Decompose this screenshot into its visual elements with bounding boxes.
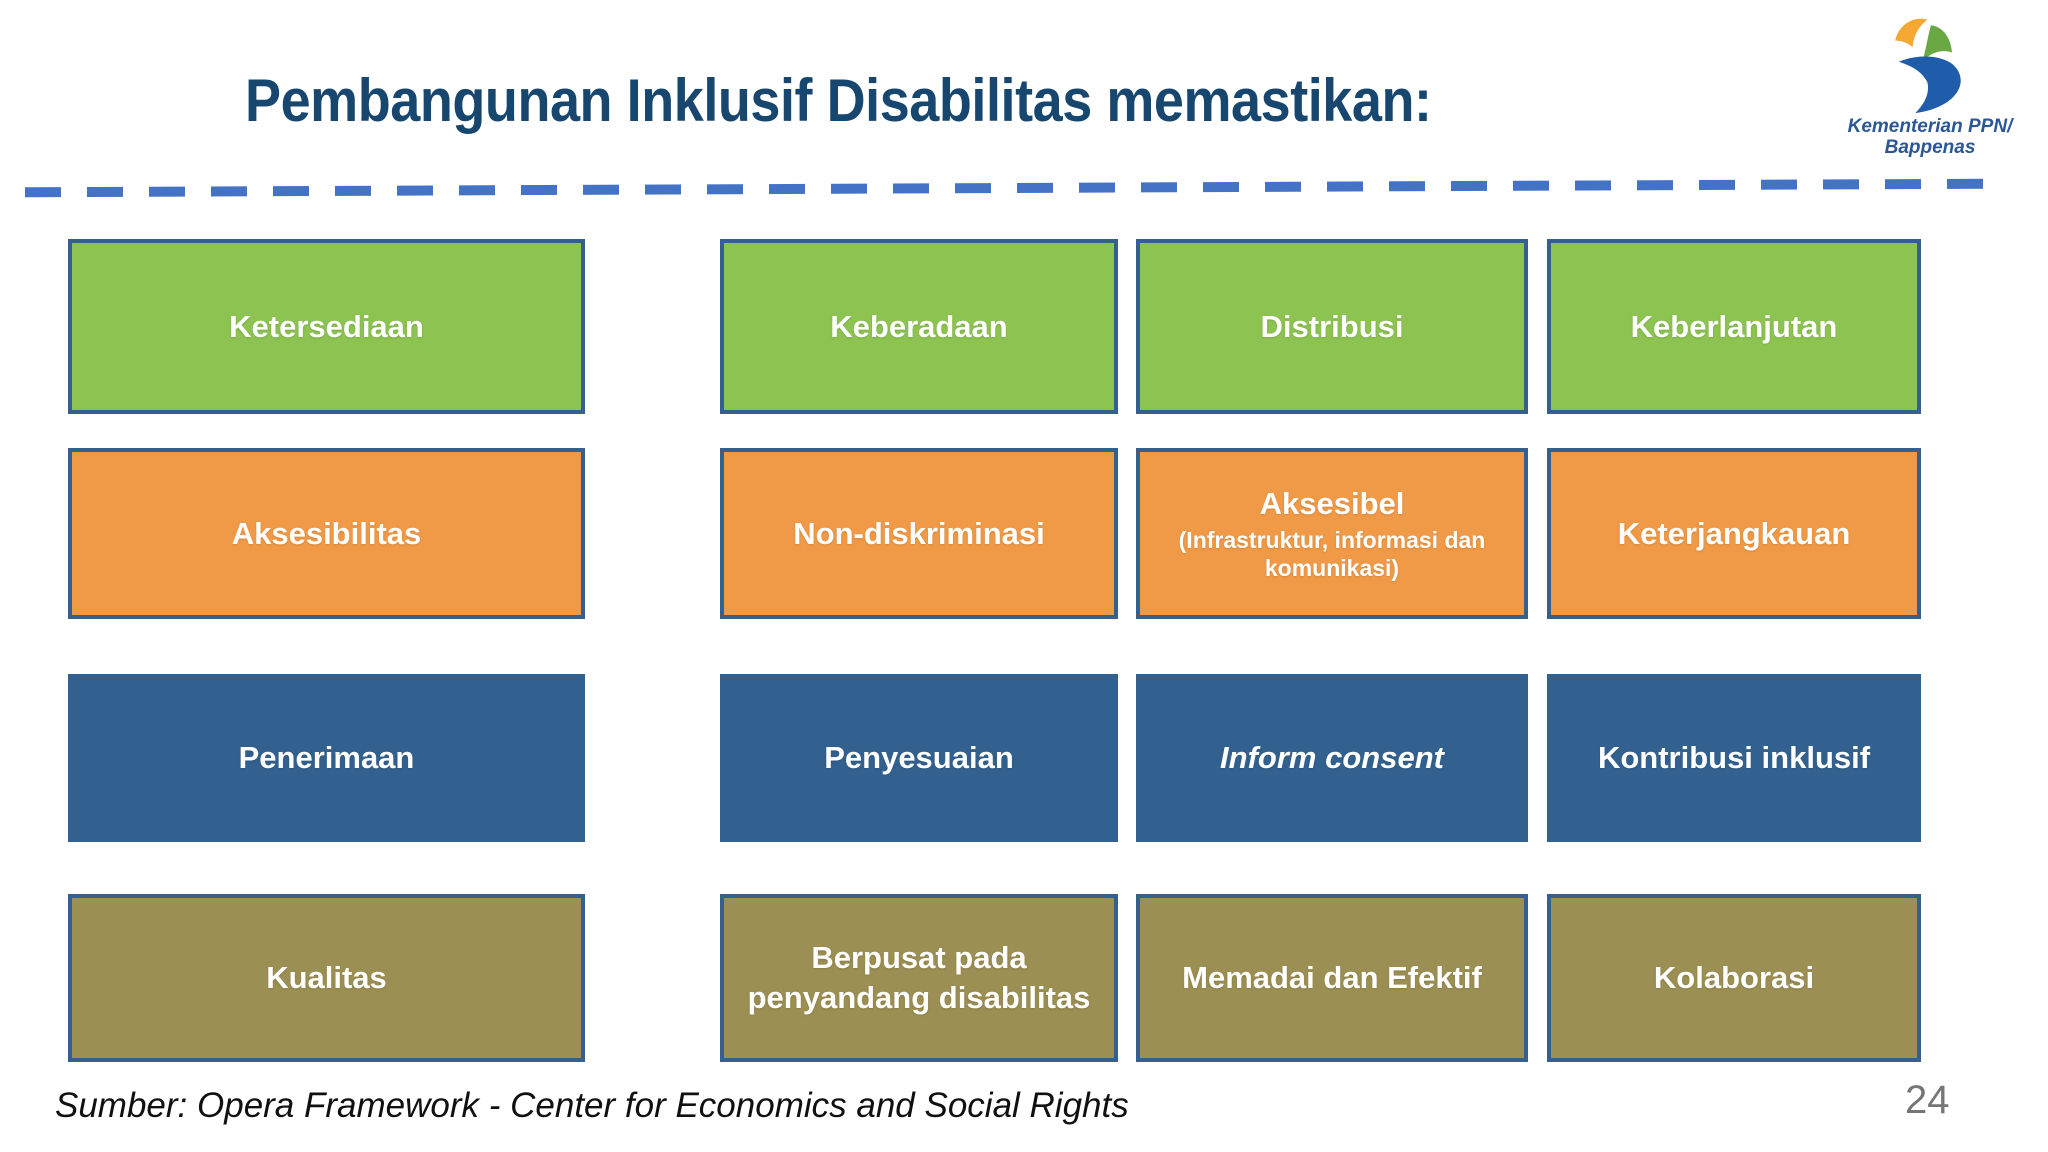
matrix-cell-r4c4: Kolaborasi	[1547, 894, 1921, 1062]
bappenas-logo: Kementerian PPN/ Bappenas	[1815, 4, 2045, 159]
matrix-cell-label: Non-diskriminasi	[793, 515, 1045, 551]
logo-org-line1: Kementerian PPN/	[1847, 116, 2013, 137]
matrix-cell-r1c3: Distribusi	[1136, 239, 1528, 414]
matrix-cell-r1c4: Keberlanjutan	[1547, 239, 1921, 414]
matrix-cell-r1c1: Ketersediaan	[68, 239, 585, 414]
matrix-cell-r3c2: Penyesuaian	[720, 674, 1118, 842]
matrix-cell-r4c3: Memadai dan Efektif	[1136, 894, 1528, 1062]
matrix-cell-sublabel: (Infrastruktur, informasi dan komunikasi…	[1178, 526, 1486, 582]
matrix-cell-label: Kualitas	[266, 960, 387, 996]
matrix-cell-r1c2: Keberadaan	[720, 239, 1118, 414]
page-title: Pembangunan Inklusif Disabilitas memasti…	[245, 67, 1432, 135]
matrix-cell-r4c2: Berpusat pada penyandang disabilitas	[720, 894, 1118, 1062]
matrix-cell-r3c4: Kontribusi inklusif	[1547, 674, 1921, 842]
divider-dashed-line	[24, 178, 1991, 198]
matrix-cell-label: Aksesibilitas	[231, 515, 422, 551]
matrix-cell-label: Penyesuaian	[824, 740, 1014, 776]
matrix-cell-label: Inform consent	[1220, 740, 1444, 776]
source-caption: Sumber: Opera Framework - Center for Eco…	[55, 1086, 1129, 1125]
matrix-cell-r4c1: Kualitas	[68, 894, 585, 1062]
matrix-cell-r2c4: Keterjangkauan	[1547, 448, 1921, 619]
bappenas-logo-mark	[1895, 18, 1961, 114]
matrix-cell-label: Penerimaan	[238, 740, 415, 776]
matrix-cell-label: Distribusi	[1260, 308, 1404, 344]
matrix-cell-label: Kolaborasi	[1653, 960, 1815, 996]
matrix-cell-label: Keterjangkauan	[1617, 515, 1851, 551]
matrix-cell-label: Aksesibel	[1259, 485, 1405, 521]
matrix-cell-label: Keberlanjutan	[1630, 308, 1838, 344]
bappenas-logo-text: Kementerian PPN/ Bappenas	[1815, 116, 2045, 159]
matrix-cell-label: Berpusat pada penyandang disabilitas	[747, 940, 1091, 1015]
matrix-cell-r3c3: Inform consent	[1136, 674, 1528, 842]
matrix-cell-label: Memadai dan Efektif	[1182, 960, 1482, 996]
matrix-cell-r2c1: Aksesibilitas	[68, 448, 585, 619]
matrix-cell-label: Keberadaan	[830, 308, 1008, 344]
matrix-cell-r2c3: Aksesibel (Infrastruktur, informasi dan k…	[1136, 448, 1528, 619]
matrix-cell-r3c1: Penerimaan	[68, 674, 585, 842]
logo-org-line2: Bappenas	[1884, 137, 1976, 159]
matrix-cell-r2c2: Non-diskriminasi	[720, 448, 1118, 619]
page-number: 24	[1905, 1078, 1950, 1122]
matrix-cell-label: Kontribusi inklusif	[1597, 740, 1871, 776]
matrix-cell-label: Ketersediaan	[229, 308, 424, 344]
